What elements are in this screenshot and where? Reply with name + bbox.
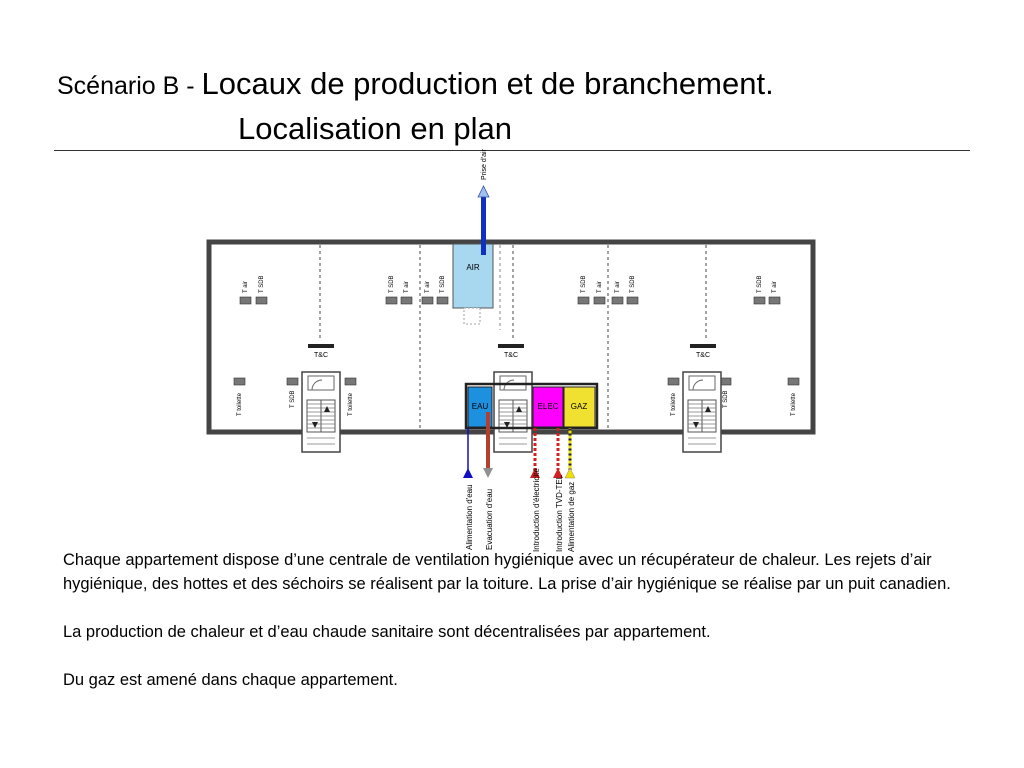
svg-text:T toilette: T toilette [671, 392, 677, 416]
description-text: Chaque appartement dispose d’une central… [63, 548, 973, 692]
scenario-prefix: Scénario B - [57, 72, 202, 100]
label-introduction-tvd: Introduction TVD-TEL [555, 474, 564, 552]
paragraph-ventilation: Chaque appartement dispose d’une central… [63, 551, 951, 593]
duct-group: T air T SDB [611, 275, 639, 305]
page-title-line2: Localisation en plan [238, 111, 513, 146]
arrow-tvd [553, 468, 563, 478]
tc-shaft: T&C [308, 344, 334, 359]
label-evacuation-eau: Evacuation d'eau [485, 489, 494, 550]
duct-group: T air T SDB [421, 275, 449, 305]
room-elec [532, 386, 564, 428]
svg-text:T&C: T&C [314, 352, 328, 359]
duct-group: T toilette [344, 377, 357, 416]
svg-text:T air: T air [243, 281, 249, 293]
tc-shaft: T&C [690, 344, 716, 359]
pipe-evac [486, 412, 490, 470]
svg-text:T air: T air [615, 281, 621, 293]
svg-text:T SDB: T SDB [290, 390, 296, 408]
prise-air-pipe [481, 197, 486, 255]
label-introduction-elec: Introduction d'électricité [532, 468, 541, 552]
room-gaz [563, 386, 596, 428]
arrow-evac [483, 468, 493, 478]
stairwell [682, 371, 722, 453]
duct-group: T toilette [667, 377, 680, 416]
svg-text:T SDB: T SDB [259, 275, 265, 293]
svg-text:T&C: T&C [504, 352, 518, 359]
svg-text:T toilette: T toilette [791, 392, 797, 416]
page-title-line1: Scénario B - Locaux de production et de … [57, 68, 774, 99]
duct-group: T toilette [233, 377, 246, 416]
label-alimentation-eau: Alimentation d'eau [465, 484, 474, 550]
room-air [452, 243, 494, 309]
svg-text:T SDB: T SDB [630, 275, 636, 293]
label-alimentation-gaz: Alimentation de gaz [567, 482, 576, 552]
arrow-elec [530, 468, 540, 478]
svg-text:T SDB: T SDB [440, 275, 446, 293]
svg-text:T SDB: T SDB [757, 275, 763, 293]
svg-text:T toilette: T toilette [348, 392, 354, 416]
svg-text:T SDB: T SDB [723, 390, 729, 408]
duct-group: T SDB T air [753, 275, 781, 305]
svg-text:T&C: T&C [696, 352, 710, 359]
duct-group: T SDB [286, 377, 299, 408]
svg-text:GAZ: GAZ [571, 402, 588, 411]
title-main: Locaux de production et de branchement. [201, 66, 774, 101]
svg-text:T air: T air [772, 281, 778, 293]
technical-block [464, 382, 599, 430]
title-divider [54, 150, 970, 151]
svg-text:T SDB: T SDB [581, 275, 587, 293]
duct-group: T SDB [719, 377, 732, 408]
svg-text:ELEC: ELEC [538, 402, 559, 411]
duct-group: T SDB T air [385, 275, 413, 305]
paragraph-gaz: Du gaz est amené dans chaque appartement… [63, 671, 398, 689]
svg-text:T air: T air [404, 281, 410, 293]
label-prise-air: Prise d'air [481, 148, 488, 180]
svg-text:T air: T air [425, 281, 431, 293]
stairwell [301, 371, 341, 453]
tc-shaft: T&C [498, 344, 524, 359]
svg-text:T SDB: T SDB [389, 275, 395, 293]
duct-group: T SDB T air [577, 275, 606, 305]
duct-group: T toilette [787, 377, 800, 416]
duct-group: T air T SDB [239, 275, 268, 305]
arrow-eau [463, 468, 473, 478]
svg-text:T air: T air [597, 281, 603, 293]
svg-text:EAU: EAU [472, 402, 489, 411]
arrow-gaz [564, 467, 576, 479]
paragraph-production: La production de chaleur et d’eau chaude… [63, 623, 711, 641]
svg-text:T toilette: T toilette [237, 392, 243, 416]
svg-text:AIR: AIR [466, 263, 480, 272]
